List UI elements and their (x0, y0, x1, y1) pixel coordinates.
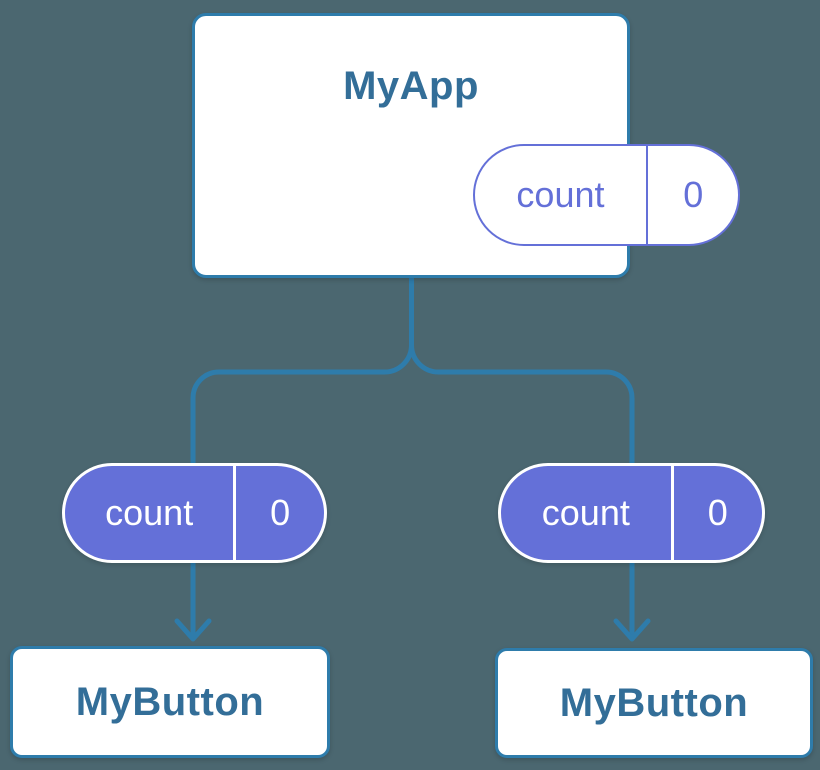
root-component-title: MyApp (343, 64, 479, 108)
fork-right-branch (409, 344, 635, 463)
child-state-pill-right: count 0 (498, 463, 765, 563)
child-component-title-left: MyButton (75, 679, 265, 724)
child-state-value-left: 0 (270, 492, 291, 533)
child-component-title-right: MyButton (559, 680, 749, 725)
fork-left-branch (190, 344, 414, 463)
root-state-pill: count 0 (473, 144, 740, 246)
root-state-value: 0 (683, 174, 704, 215)
child-state-name-right: count (541, 492, 630, 533)
pill-divider (233, 466, 237, 560)
right-arrow-icon (613, 618, 651, 642)
child-component-card-left: MyButton (10, 646, 330, 758)
root-state-name: count (516, 174, 605, 215)
root-component-card: MyApp count 0 (192, 13, 740, 278)
child-state-name-left: count (105, 492, 194, 533)
pill-divider (670, 466, 674, 560)
child-component-card-right: MyButton (495, 648, 813, 758)
child-state-value-right: 0 (707, 492, 728, 533)
child-state-pill-left: count 0 (62, 463, 327, 563)
left-arrow-icon (174, 618, 212, 642)
pill-divider (645, 146, 649, 244)
